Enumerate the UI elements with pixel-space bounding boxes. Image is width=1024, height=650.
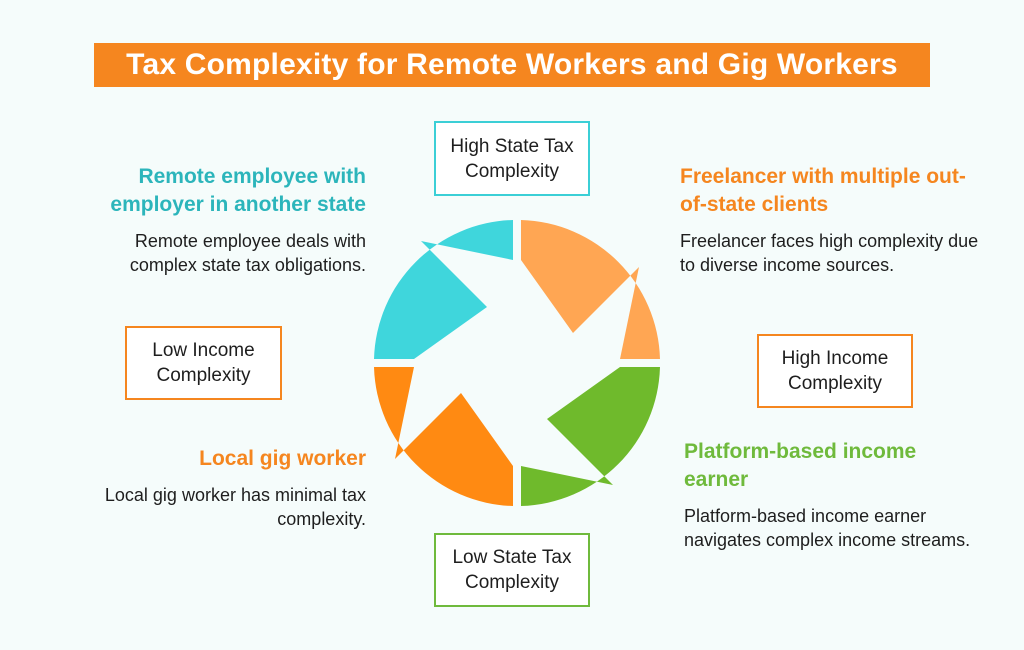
quadrant-description: Remote employee deals with complex state… [129, 231, 366, 275]
quadrant-description: Freelancer faces high complexity due to … [680, 231, 979, 275]
axis-label-top: High State Tax Complexity [434, 121, 590, 196]
cycle-diagram [374, 220, 660, 506]
page-title: Tax Complexity for Remote Workers and Gi… [126, 48, 898, 81]
axis-label-right: High Income Complexity [757, 334, 913, 408]
cycle-segment-top-right [521, 220, 660, 359]
quadrant-heading: Freelancer with multiple out-of-state cl… [680, 165, 966, 216]
quadrant-heading: Platform-based income earner [684, 440, 917, 491]
title-banner: Tax Complexity for Remote Workers and Gi… [94, 43, 930, 87]
cycle-segment-bottom-left [374, 367, 513, 506]
quadrant-heading: Local gig worker [199, 447, 366, 470]
quadrant-heading: Remote employee with employer in another… [110, 165, 366, 216]
quadrant-description: Local gig worker has minimal tax complex… [104, 485, 366, 529]
quadrant-top-right: Freelancer with multiple out-of-state cl… [680, 163, 980, 277]
axis-label-bottom: Low State Tax Complexity [434, 533, 590, 607]
cycle-segment-bottom-right [521, 367, 660, 506]
quadrant-description: Platform-based income earner navigates c… [684, 506, 971, 550]
quadrant-bottom-right: Platform-based income earner Platform-ba… [684, 438, 984, 552]
quadrant-bottom-left: Local gig worker Local gig worker has mi… [100, 445, 366, 531]
cycle-segment-top-left [374, 220, 513, 359]
axis-label-left: Low Income Complexity [125, 326, 282, 400]
quadrant-top-left: Remote employee with employer in another… [80, 163, 366, 277]
